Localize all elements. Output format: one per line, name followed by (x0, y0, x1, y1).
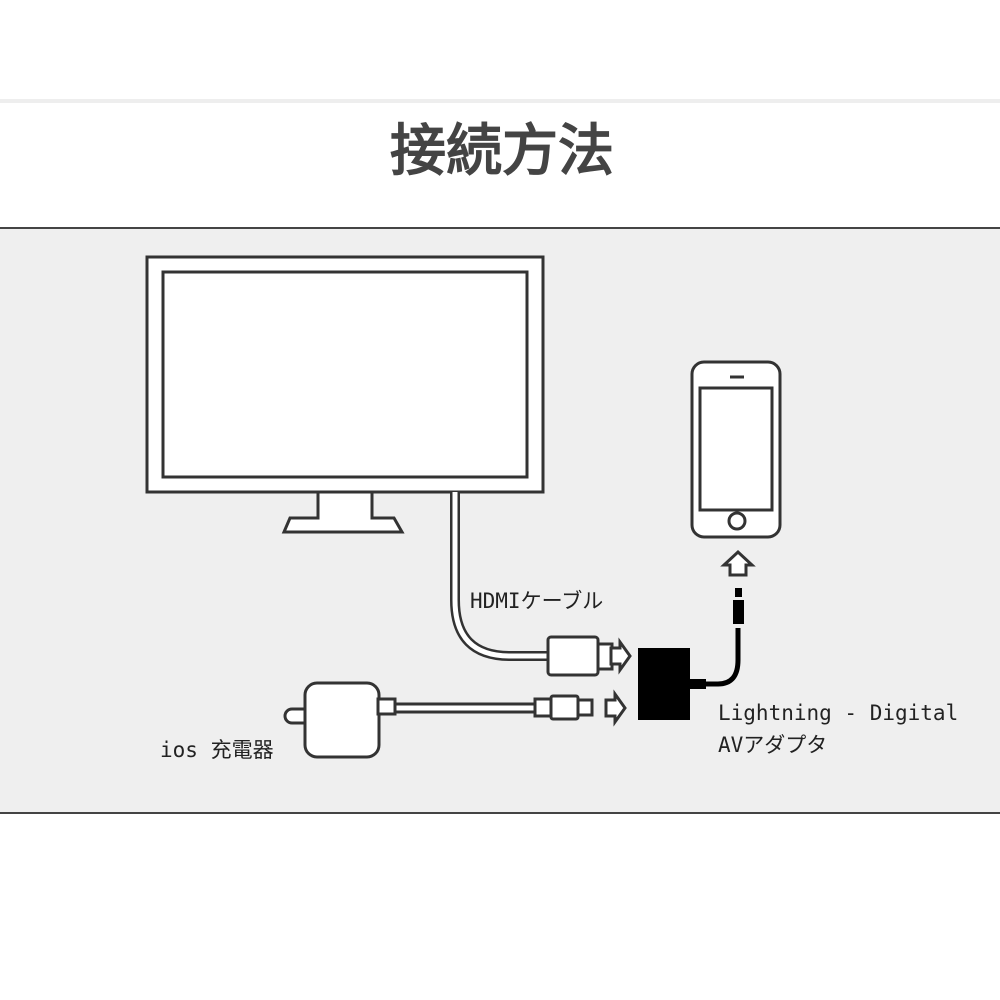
page-title: 接続方法 (390, 119, 614, 184)
top-divider (0, 99, 1000, 103)
adapter-label-line1: Lightning - Digital (718, 701, 958, 725)
arrow-up-icon (720, 549, 756, 577)
iphone-icon (690, 360, 782, 539)
charger-label: ios 充電器 (160, 738, 274, 762)
arrow-right-icon (604, 689, 627, 727)
arrow-right-icon (609, 637, 632, 675)
tv-monitor-icon (145, 255, 545, 534)
hdmi-cable-label: HDMIケーブル (470, 589, 603, 613)
ios-charger-icon (283, 681, 594, 759)
adapter-label-line2: AVアダプタ (718, 733, 827, 757)
av-adapter-icon (638, 588, 744, 720)
